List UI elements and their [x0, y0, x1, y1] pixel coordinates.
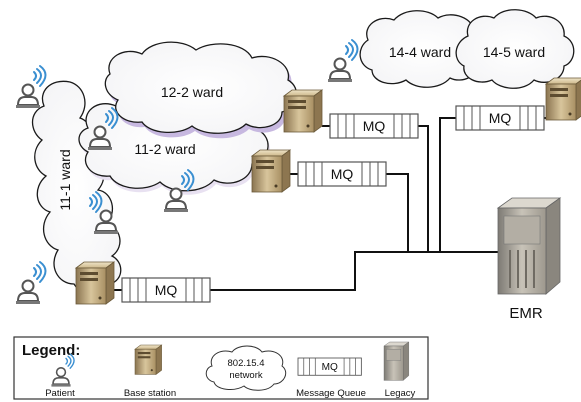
emr-server — [496, 197, 562, 295]
ward-label-14-4: 14-4 ward — [389, 44, 451, 60]
legend-message-queue-icon: MQ — [297, 357, 362, 376]
patient-4 — [15, 261, 47, 305]
cloud-14-4-ward: 14-4 ward — [359, 10, 487, 88]
emr-label: EMR — [509, 305, 543, 322]
patient-1 — [15, 65, 47, 109]
message-queue-11-2: MQ — [297, 161, 387, 187]
ward-label-11-1: 11-1 ward — [57, 149, 73, 210]
message-queue-14: MQ — [455, 105, 545, 131]
base-station-14 — [545, 77, 581, 121]
legend-mq-label: MQ — [322, 362, 338, 373]
patient-6 — [327, 39, 359, 83]
mq-label: MQ — [155, 282, 178, 298]
line-12-2-to-trunk — [322, 125, 429, 252]
legend-patient-label: Patient — [45, 388, 75, 399]
mq-label: MQ — [363, 118, 386, 134]
mq-label: MQ — [489, 110, 512, 126]
legend-legacy-label: Legacy — [385, 388, 416, 399]
legend-base-station-label: Base station — [124, 388, 176, 399]
ward-label-12-2: 12-2 ward — [161, 84, 223, 100]
legend-network-icon: 802.15.4 network — [205, 345, 287, 391]
legend: Legend: Patient Base station 802.15.4 ne… — [13, 336, 429, 400]
legend-message-queue-label: Message Queue — [296, 388, 366, 399]
base-station-11-1 — [75, 261, 115, 305]
cloud-12-2-ward: 12-2 ward — [104, 41, 300, 139]
legend-base-station-icon — [134, 344, 162, 375]
ward-label-11-2: 11-2 ward — [134, 141, 195, 157]
legend-legacy-icon — [383, 341, 410, 381]
ward-label-14-5: 14-5 ward — [483, 44, 545, 60]
legend-network-line1: 802.15.4 — [228, 358, 265, 369]
message-queue-11-1: MQ — [121, 277, 211, 303]
mq-label: MQ — [331, 166, 354, 182]
message-queue-12-2: MQ — [329, 113, 419, 139]
base-station-11-2 — [251, 149, 291, 193]
legend-network-line2: network — [229, 370, 263, 381]
base-station-12-2 — [283, 89, 323, 133]
cloud-14-5-ward: 14-5 ward — [455, 9, 575, 89]
legend-title: Legend: — [22, 342, 80, 359]
